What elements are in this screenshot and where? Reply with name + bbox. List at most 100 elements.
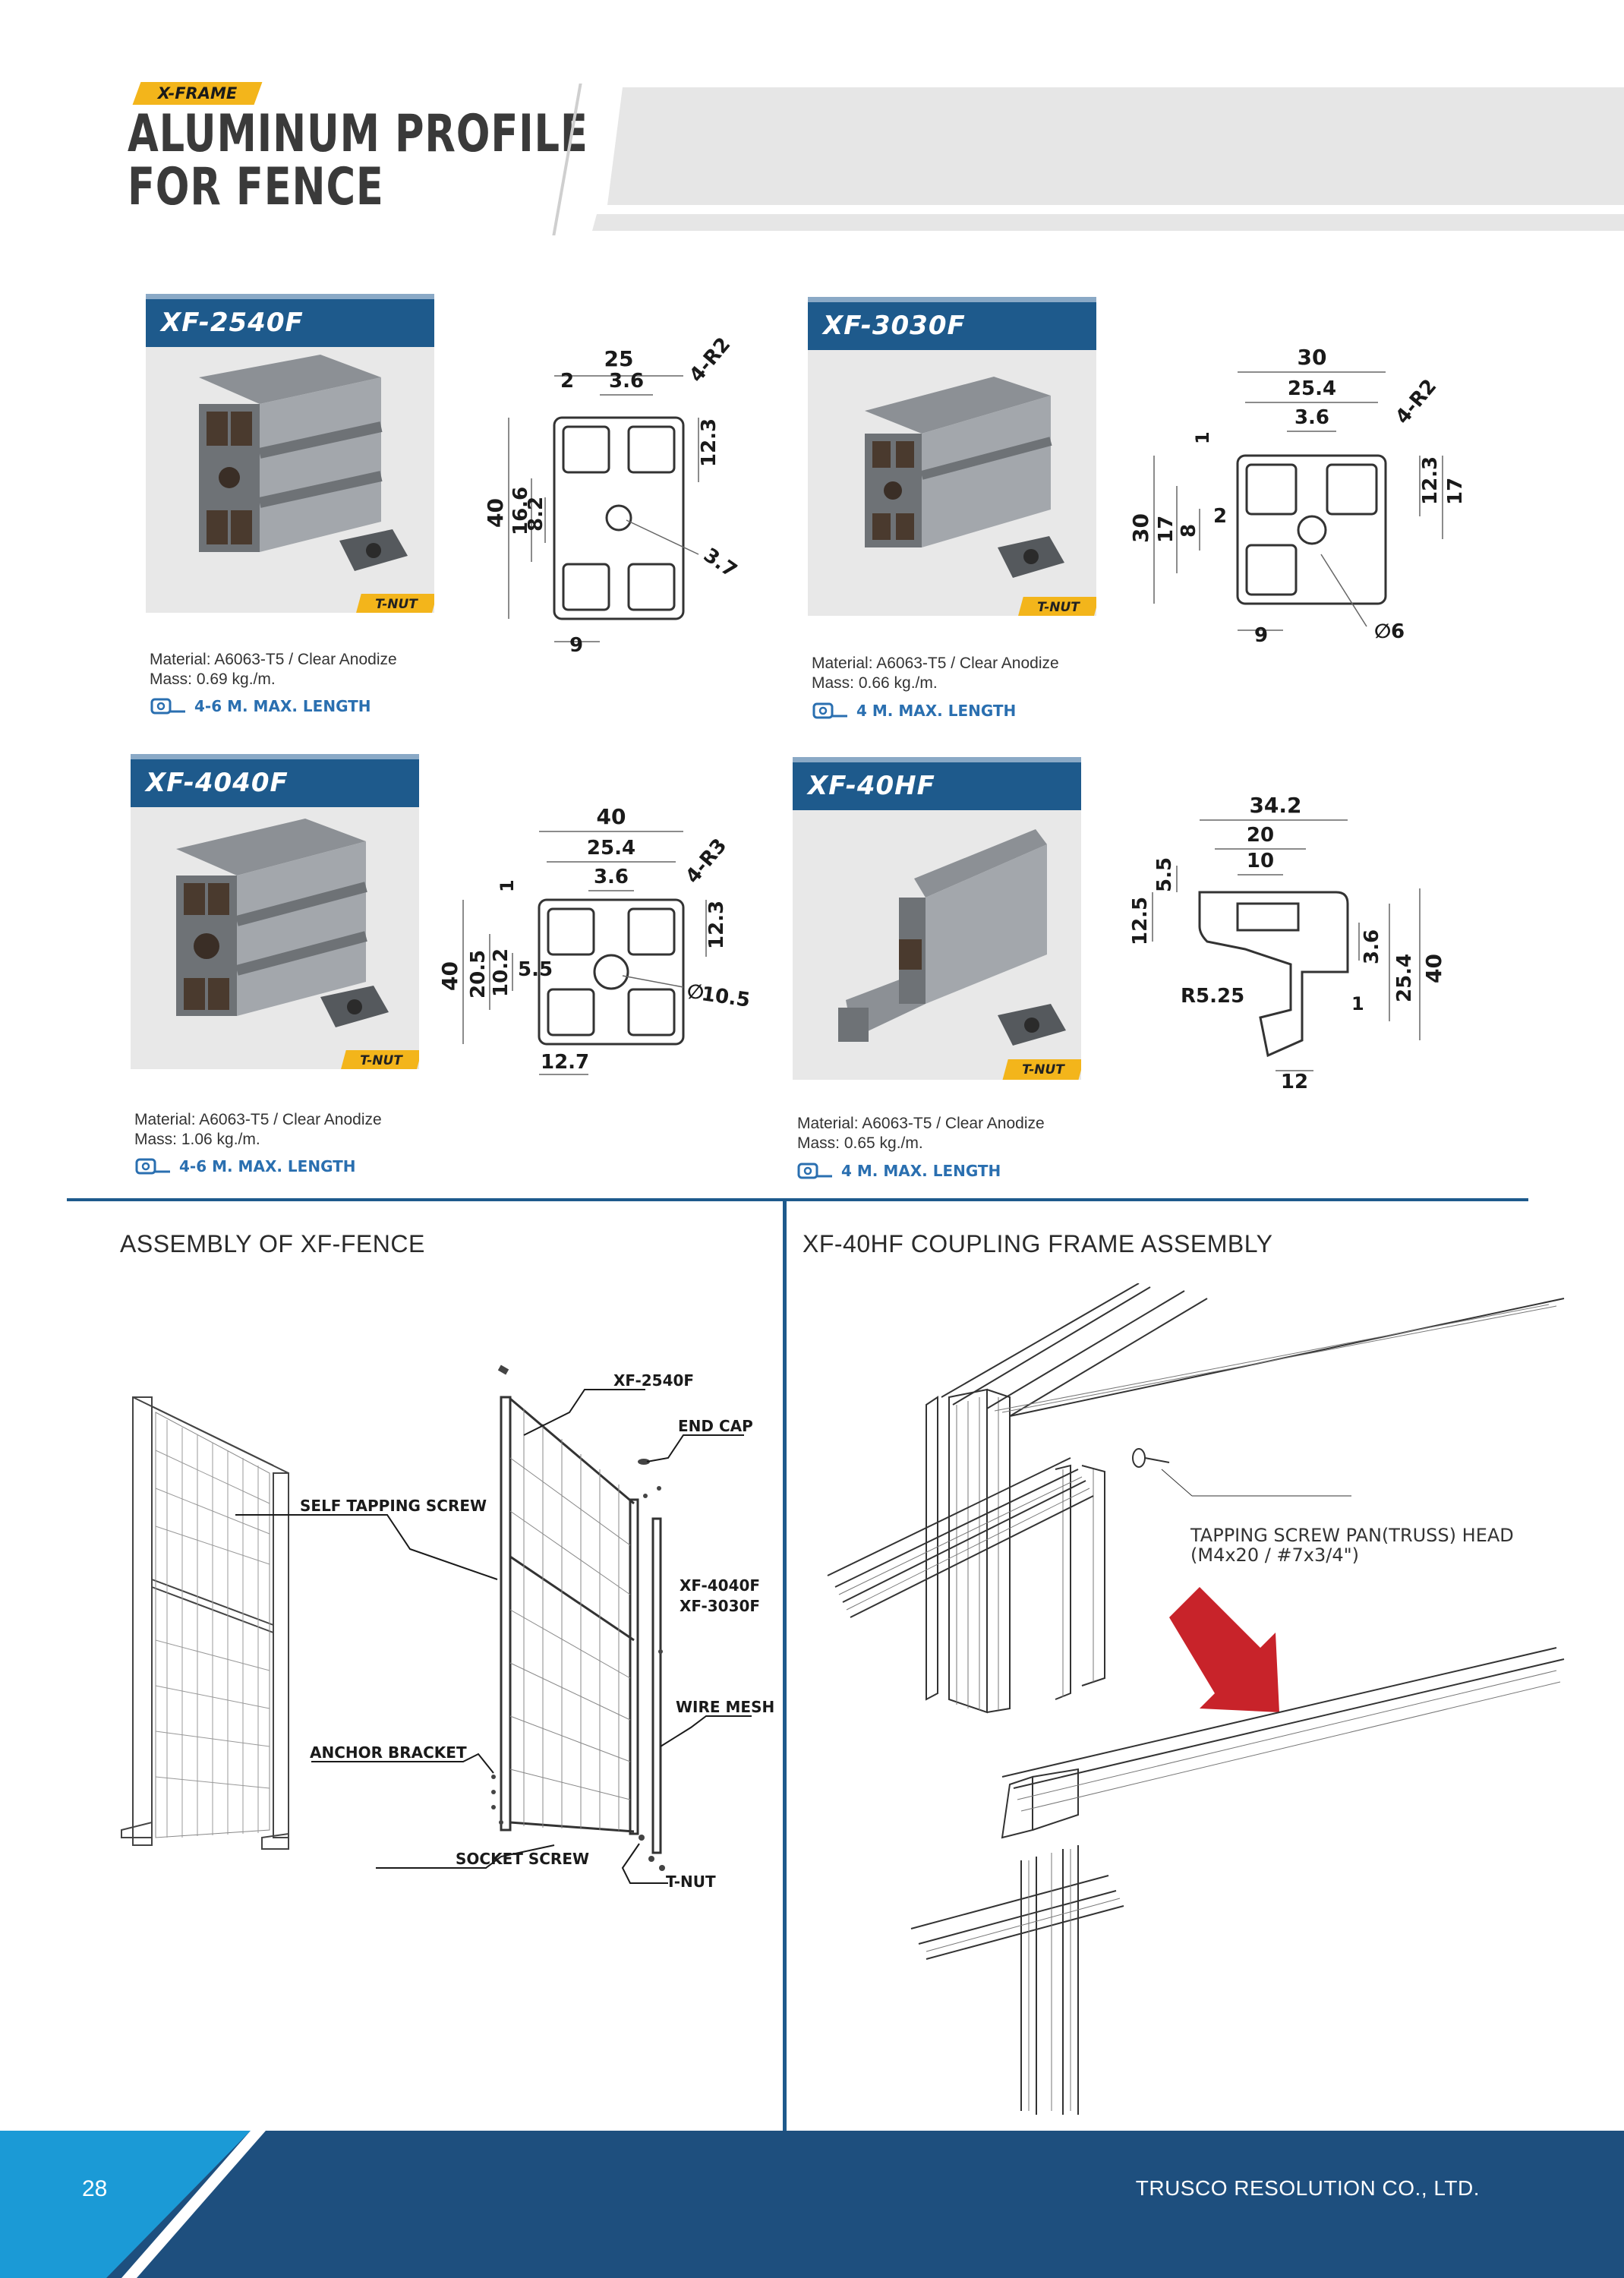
coupling-section-title: XF-40HF COUPLING FRAME ASSEMBLY bbox=[803, 1230, 1273, 1257]
dim-b: 10 bbox=[1247, 850, 1274, 872]
dim-c: 5.5 bbox=[1153, 857, 1176, 892]
tape-measure-icon bbox=[797, 1163, 832, 1179]
dim-t: 1 bbox=[497, 879, 518, 892]
product-photo: T-NUT bbox=[808, 350, 1096, 616]
dim-bottom: 9 bbox=[1254, 624, 1268, 647]
title-line-2: FOR FENCE bbox=[128, 157, 384, 217]
profile-render bbox=[838, 829, 1066, 1046]
dimension-drawing-xf2540f: 25 2 3.6 4-R2 40 16.6 8.2 12.3 3.7 9 bbox=[483, 333, 741, 657]
profile-render bbox=[865, 377, 1064, 578]
dim-g: 17 bbox=[1444, 478, 1467, 505]
product-info: Material: A6063-T5 / Clear Anodize Mass:… bbox=[150, 650, 397, 689]
product-photo: T-NUT bbox=[131, 807, 419, 1069]
product-info: Material: A6063-T5 / Clear Anodize Mass:… bbox=[134, 1110, 382, 1150]
dim-f: 12.3 bbox=[705, 901, 728, 949]
max-length: 4 M. MAX. LENGTH bbox=[812, 702, 1016, 720]
tnut-label: T-NUT bbox=[340, 1050, 419, 1069]
product-info: Material: A6063-T5 / Clear Anodize Mass:… bbox=[812, 654, 1059, 693]
title-line-1: ALUMINUM PROFILE bbox=[128, 104, 588, 164]
mass-text: Mass: 0.65 kg./m. bbox=[797, 1134, 923, 1152]
tape-measure-icon bbox=[135, 1158, 170, 1175]
product-header: XF-4040F bbox=[131, 754, 419, 807]
product-card-xf2540f: XF-2540F T-NUT bbox=[146, 294, 434, 620]
dim-d: 10.2 bbox=[490, 948, 512, 997]
dim-b: 3.6 bbox=[609, 370, 644, 393]
brand-tag: X-FRAME bbox=[132, 82, 263, 105]
label-anchor-bracket: ANCHOR BRACKET bbox=[310, 1743, 467, 1762]
product-header: XF-40HF bbox=[793, 757, 1081, 810]
dim-hole: 3.7 bbox=[699, 544, 741, 582]
label-t-nut: T-NUT bbox=[666, 1873, 716, 1891]
dim-d: 8.2 bbox=[525, 497, 547, 532]
tnut-label: T-NUT bbox=[355, 594, 434, 613]
dim-radius: 4-R2 bbox=[1391, 375, 1441, 429]
header-band bbox=[607, 87, 1624, 205]
dim-t: 1 bbox=[1192, 431, 1213, 444]
dim-hole-symbol: ∅ bbox=[1374, 620, 1391, 643]
dim-radius: 4-R2 bbox=[685, 333, 735, 387]
dim-e: 5.5 bbox=[518, 958, 553, 981]
dim-hole: 6 bbox=[1391, 620, 1405, 643]
dim-f: 12.3 bbox=[1419, 456, 1442, 505]
label-end-cap: END CAP bbox=[678, 1417, 753, 1435]
coupling-label-line1: TAPPING SCREW PAN(TRUSS) HEAD bbox=[1190, 1525, 1514, 1546]
dim-width: 40 bbox=[597, 804, 626, 829]
max-length-text: 4 M. MAX. LENGTH bbox=[841, 1162, 1001, 1180]
mass-text: Mass: 0.69 kg./m. bbox=[150, 670, 276, 688]
max-length: 4 M. MAX. LENGTH bbox=[797, 1162, 1001, 1180]
product-card-xf40hf: XF-40HF T-NUT bbox=[793, 757, 1081, 1080]
brand-tag-label: X-FRAME bbox=[157, 84, 238, 103]
company-name: TRUSCO RESOLUTION CO., LTD. bbox=[1135, 2176, 1480, 2200]
dim-bottom: 9 bbox=[569, 634, 583, 657]
dim-b: 3.6 bbox=[594, 866, 629, 888]
tape-measure-icon bbox=[150, 698, 185, 715]
product-info: Material: A6063-T5 / Clear Anodize Mass:… bbox=[797, 1114, 1045, 1153]
product-name: XF-4040F bbox=[146, 768, 289, 798]
dim-hole-symbol: ∅ bbox=[687, 981, 704, 1004]
dim-bottom: 12 bbox=[1281, 1071, 1308, 1093]
section-divider-vertical bbox=[783, 1200, 787, 2132]
coupling-assembly-drawing: TAPPING SCREW PAN(TRUSS) HEAD (M4x20 / #… bbox=[827, 1283, 1565, 2115]
max-length: 4-6 M. MAX. LENGTH bbox=[135, 1157, 356, 1175]
fence-assembly-drawing: XF-2540F END CAP SELF TAPPING SCREW XF-4… bbox=[121, 1365, 774, 1891]
dimension-drawing-xf4040f: 40 25.4 3.6 4-R3 1 40 20.5 10.2 5.5 12.3… bbox=[437, 804, 752, 1075]
dim-t: 1 bbox=[1351, 993, 1364, 1014]
material-text: Material: A6063-T5 / Clear Anodize bbox=[150, 651, 397, 668]
dim-width: 30 bbox=[1298, 345, 1327, 370]
label-socket-screw: SOCKET SCREW bbox=[456, 1850, 589, 1868]
profile-render bbox=[176, 819, 389, 1027]
assembled-fence bbox=[121, 1396, 289, 1850]
material-text: Material: A6063-T5 / Clear Anodize bbox=[797, 1115, 1045, 1132]
label-xf2540f: XF-2540F bbox=[613, 1371, 694, 1390]
max-length-text: 4-6 M. MAX. LENGTH bbox=[179, 1157, 356, 1175]
dim-e: 12.3 bbox=[698, 418, 721, 467]
dim-c: 20.5 bbox=[467, 950, 490, 999]
label-xf3030f: XF-3030F bbox=[680, 1597, 760, 1615]
tnut-label: T-NUT bbox=[1002, 1059, 1081, 1080]
product-name: XF-3030F bbox=[823, 311, 966, 341]
label-xf4040f: XF-4040F bbox=[680, 1576, 760, 1595]
page-title: ALUMINUM PROFILE FOR FENCE bbox=[128, 108, 588, 214]
product-photo: T-NUT bbox=[793, 810, 1081, 1080]
label-wire-mesh: WIRE MESH bbox=[676, 1698, 774, 1716]
material-text: Material: A6063-T5 / Clear Anodize bbox=[134, 1111, 382, 1128]
dim-e: 2 bbox=[1213, 505, 1227, 528]
material-text: Material: A6063-T5 / Clear Anodize bbox=[812, 655, 1059, 672]
dim-bottom: 12.7 bbox=[541, 1051, 589, 1074]
max-length: 4-6 M. MAX. LENGTH bbox=[150, 697, 371, 715]
product-header: XF-2540F bbox=[146, 294, 434, 347]
tnut-label: T-NUT bbox=[1017, 597, 1096, 616]
product-name: XF-40HF bbox=[808, 771, 935, 801]
product-header: XF-3030F bbox=[808, 297, 1096, 350]
dim-radius: 4-R3 bbox=[681, 835, 731, 888]
dim-b: 3.6 bbox=[1294, 406, 1329, 429]
mass-text: Mass: 1.06 kg./m. bbox=[134, 1131, 260, 1148]
product-name: XF-2540F bbox=[161, 308, 304, 338]
header-band-thin bbox=[592, 214, 1624, 231]
dim-width: 34.2 bbox=[1249, 793, 1301, 818]
dim-width: 25 bbox=[604, 346, 634, 371]
exploded-fence bbox=[500, 1396, 662, 1854]
dim-d: 8 bbox=[1178, 524, 1200, 538]
max-length-text: 4-6 M. MAX. LENGTH bbox=[194, 697, 371, 715]
dim-a: 25.4 bbox=[587, 837, 635, 860]
